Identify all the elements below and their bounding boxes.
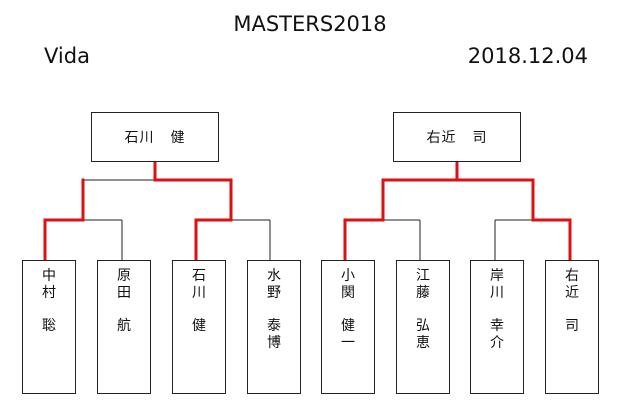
player-box-7: 岸 川 幸 介 [470,260,524,394]
final-right-surname: 右近 [426,130,457,146]
player-4-given: 泰 博 [267,318,281,351]
player-3-given: 健 [192,318,206,334]
player-2-surname: 原 田 [117,268,131,301]
player-1-given: 聡 [42,318,56,334]
final-left-given: 健 [170,130,186,146]
player-box-8: 右 近 司 [545,260,599,394]
tournament-title: MASTERS2018 [233,12,387,36]
player-4-surname: 水 野 [267,268,281,301]
final-box-right: 右近司 [393,112,521,162]
player-7-surname: 岸 川 [490,268,504,301]
winner-path-left-semi [43,178,85,262]
event-date: 2018.12.04 [467,44,588,68]
player-8-surname: 右 近 [565,268,579,301]
player-6-given: 弘 恵 [416,318,430,351]
player-5-given: 健 一 [341,318,355,351]
player-box-6: 江 藤 弘 恵 [396,260,450,394]
player-6-surname: 江 藤 [416,268,430,301]
player-3-surname: 石 川 [192,268,206,301]
player-5-surname: 小 関 [341,268,355,301]
player-box-1: 中 村 聡 [22,260,76,394]
final-right-given: 司 [472,130,488,146]
player-box-4: 水 野 泰 博 [247,260,301,394]
final-left-surname: 石川 [124,130,155,146]
player-box-3: 石 川 健 [172,260,226,394]
player-8-given: 司 [565,318,579,334]
player-box-2: 原 田 航 [97,260,151,394]
winner-path-right [343,160,572,262]
winner-path-right-final [455,178,572,262]
final-box-left: 石川健 [91,112,219,162]
player-2-given: 航 [117,318,131,334]
winner-path-right-semi [343,160,459,262]
venue-name: Vida [44,44,90,68]
player-7-given: 幸 介 [490,318,504,351]
player-box-5: 小 関 健 一 [321,260,375,394]
winner-path-left-final [153,160,233,262]
player-1-surname: 中 村 [42,268,56,301]
winner-path-left [43,160,233,262]
